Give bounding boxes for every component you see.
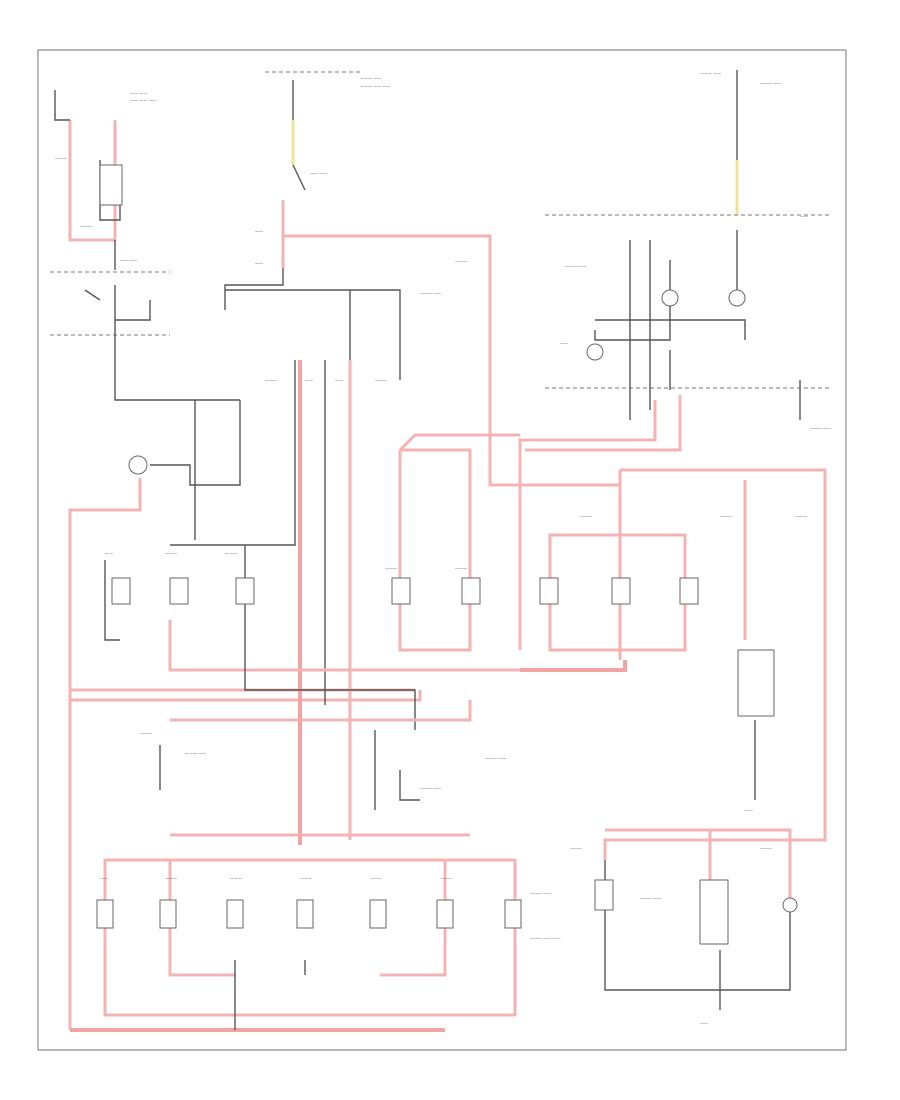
switch-b6 xyxy=(436,899,454,929)
lamp-br xyxy=(782,897,798,913)
switch-2 xyxy=(169,577,189,605)
bottom-left-lamp-bank: —— ——— ——— ——— ——— ——— ——— —— ——— —— —— xyxy=(70,858,561,1032)
svg-text:——: —— xyxy=(335,378,343,383)
svg-text:———: ——— xyxy=(375,378,387,383)
svg-text:———: ——— xyxy=(580,514,592,519)
svg-text:——: —— xyxy=(560,341,568,346)
svg-text:——: —— xyxy=(255,229,263,234)
svg-text:———: ——— xyxy=(80,224,92,229)
switch-8 xyxy=(679,577,699,605)
middle-center-lamps: ——— ——— xyxy=(385,433,520,652)
switch-b5 xyxy=(369,899,387,929)
svg-text:———: ——— xyxy=(440,876,452,881)
svg-text:——— ——: ——— —— xyxy=(760,81,781,86)
bottom-right-circuit: ——— ——— —— ——— —— xyxy=(570,828,798,1026)
switch-b7 xyxy=(504,899,522,929)
svg-text:——— ——: ——— —— xyxy=(420,786,441,791)
switch-6 xyxy=(539,577,559,605)
svg-text:———: ——— xyxy=(165,876,177,881)
svg-text:——— —— ——: ——— —— —— xyxy=(530,936,561,941)
svg-text:———: ——— xyxy=(760,846,772,851)
switch-4 xyxy=(391,577,411,605)
svg-text:——— ——: ——— —— xyxy=(420,291,441,296)
middle-left-lamps: —— ——— ——— ——— —— —— ——— xyxy=(68,360,520,1030)
svg-text:——— ——: ——— —— xyxy=(360,76,381,81)
lamp-right-b xyxy=(728,289,746,307)
svg-text:——— ——: ——— —— xyxy=(810,426,831,431)
switch-3 xyxy=(235,577,255,605)
svg-text:——— ——: ——— —— xyxy=(700,71,721,76)
svg-text:——— ——: ——— —— xyxy=(565,264,586,269)
middle-right-lamps: ——— ——— ——— —— xyxy=(520,468,827,860)
svg-text:——— ——: ——— —— xyxy=(530,891,551,896)
svg-text:——: —— xyxy=(255,261,263,266)
lamp-right-c xyxy=(586,343,604,361)
svg-text:———: ——— xyxy=(795,514,807,519)
switch-5 xyxy=(461,577,481,605)
svg-text:———: ——— xyxy=(55,156,67,161)
svg-text:———: ——— xyxy=(140,731,152,736)
switch-b2 xyxy=(159,899,177,929)
switch-b3 xyxy=(226,899,244,929)
svg-text:——: —— xyxy=(105,551,113,556)
lamp-right-a xyxy=(661,289,679,307)
switch-relay-right xyxy=(737,649,775,717)
switch-b4 xyxy=(296,899,314,929)
svg-text:——: —— xyxy=(100,876,108,881)
svg-text:———: ——— xyxy=(455,566,467,571)
svg-text:———: ——— xyxy=(165,551,177,556)
svg-text:———: ——— xyxy=(230,876,242,881)
svg-text:———: ——— xyxy=(720,514,732,519)
switch-1 xyxy=(111,577,131,605)
svg-text:——— ——: ——— —— xyxy=(185,751,206,756)
svg-text:——: —— xyxy=(700,1021,708,1026)
svg-text:———: ——— xyxy=(570,846,582,851)
diagram-frame xyxy=(37,49,847,1051)
svg-text:——: —— xyxy=(800,214,808,219)
top-center-circuit: ——— —— ——— —— —— —— —— —— —— ——— ——— —— xyxy=(224,71,620,487)
svg-text:——: —— xyxy=(745,808,753,813)
svg-text:———: ——— xyxy=(385,566,397,571)
lamp-left-indicator xyxy=(128,455,148,475)
svg-text:———: ——— xyxy=(225,551,237,556)
top-right-circuit: ——— —— ——— —— —— ——— —— —— ——— —— xyxy=(518,70,831,650)
svg-text:——: —— xyxy=(305,378,313,383)
svg-text:———: ——— xyxy=(370,876,382,881)
svg-text:—— —— ——: —— —— —— xyxy=(130,98,157,103)
svg-text:—— ——: —— —— xyxy=(310,171,327,176)
top-left-circuit: —— —— —— —— —— ——— ——— —— —— xyxy=(50,90,240,401)
switch-box-top-left xyxy=(99,164,123,206)
switch-b1 xyxy=(96,899,114,929)
svg-text:———: ——— xyxy=(455,259,467,264)
svg-text:———: ——— xyxy=(265,378,277,383)
switch-br1 xyxy=(594,879,614,911)
switch-7 xyxy=(611,577,631,605)
relay-br xyxy=(699,879,729,945)
svg-text:——— —— ——: ——— —— —— xyxy=(360,84,391,89)
svg-text:—— ——: —— —— xyxy=(130,91,147,96)
lower-center-module: ——— ——— —— ——— —— ——— —— xyxy=(140,700,506,837)
svg-text:———: ——— xyxy=(300,876,312,881)
svg-text:——— ——: ——— —— xyxy=(485,756,506,761)
svg-text:—— ——: —— —— xyxy=(120,258,137,263)
svg-text:——— ——: ——— —— xyxy=(640,896,661,901)
